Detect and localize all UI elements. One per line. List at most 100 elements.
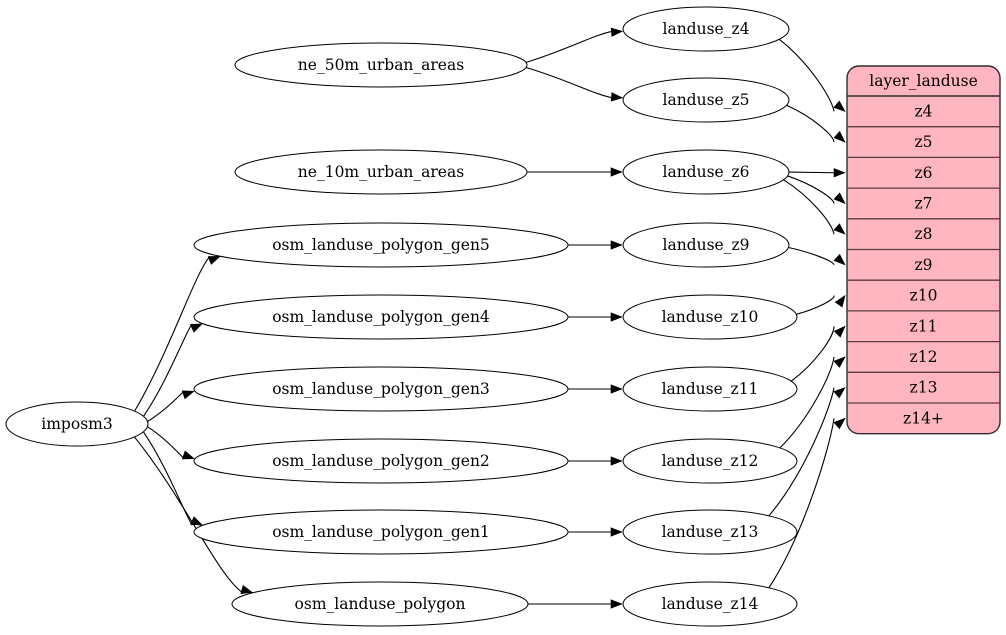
node-label-landuse_z5: landuse_z5 xyxy=(663,91,750,109)
edge-arrowhead xyxy=(181,450,195,460)
nodes-layer: imposm3 ne_50m_urban_areas ne_10m_urban_ar… xyxy=(5,6,798,627)
node-shape-landuse_z11 xyxy=(622,366,798,412)
node-shape-osm_landuse_polygon_gen4 xyxy=(193,294,569,340)
edge-arrowhead xyxy=(610,240,623,250)
edge-arrowhead xyxy=(833,325,846,338)
layer-table-cell-z11[interactable]: z11 xyxy=(910,317,938,335)
edge-arrowhead xyxy=(833,131,846,143)
node-shape-imposm3 xyxy=(5,401,149,447)
node-shape-landuse_z5 xyxy=(622,77,790,123)
edge-arrowhead xyxy=(190,516,204,526)
edge-arrowhead xyxy=(240,585,254,594)
node-label-landuse_z13: landuse_z13 xyxy=(662,523,759,541)
node-osm_landuse_polygon[interactable]: osm_landuse_polygon xyxy=(231,581,529,627)
edge-arrowhead xyxy=(833,253,846,266)
edge-arrowhead xyxy=(833,168,846,178)
edge-landuse_z12-to-z12 xyxy=(779,356,835,449)
node-imposm3[interactable]: imposm3 xyxy=(5,401,149,447)
layer-table-cell-z8[interactable]: z8 xyxy=(914,225,932,243)
node-landuse_z5[interactable]: landuse_z5 xyxy=(622,77,790,123)
node-label-osm_landuse_polygon_gen1: osm_landuse_polygon_gen1 xyxy=(272,523,490,541)
node-shape-landuse_z13 xyxy=(622,509,798,555)
node-shape-ne_50m_urban_areas xyxy=(234,42,528,88)
node-label-osm_landuse_polygon_gen2: osm_landuse_polygon_gen2 xyxy=(272,452,490,470)
node-shape-landuse_z4 xyxy=(622,6,790,52)
node-label-osm_landuse_polygon_gen3: osm_landuse_polygon_gen3 xyxy=(272,380,490,398)
node-label-osm_landuse_polygon_gen4: osm_landuse_polygon_gen4 xyxy=(272,308,490,326)
edge-arrowhead xyxy=(833,387,846,399)
node-ne_10m_urban_areas[interactable]: ne_10m_urban_areas xyxy=(234,149,528,195)
node-label-osm_landuse_polygon: osm_landuse_polygon xyxy=(295,595,466,613)
edge-arrowhead xyxy=(610,384,623,394)
edge-imposm3-to-osm_landuse_polygon_gen1 xyxy=(142,431,193,526)
node-shape-landuse_z10 xyxy=(622,294,798,340)
node-landuse_z10[interactable]: landuse_z10 xyxy=(622,294,798,340)
node-label-osm_landuse_polygon_gen5: osm_landuse_polygon_gen5 xyxy=(272,236,490,254)
edge-arrowhead xyxy=(181,390,195,400)
layer-table-cell-z10[interactable]: z10 xyxy=(910,287,938,305)
node-ne_50m_urban_areas[interactable]: ne_50m_urban_areas xyxy=(234,42,528,88)
edge-ne_50m_urban_areas-to-landuse_z5 xyxy=(525,66,613,99)
edge-ne_50m_urban_areas-to-landuse_z4 xyxy=(525,30,613,63)
layer-table-cell-z9[interactable]: z9 xyxy=(914,256,932,274)
node-shape-osm_landuse_polygon_gen1 xyxy=(193,509,569,555)
node-osm_landuse_polygon_gen3[interactable]: osm_landuse_polygon_gen3 xyxy=(193,366,569,412)
edge-arrowhead xyxy=(833,100,846,112)
edge-landuse_z6-to-z8 xyxy=(783,179,835,235)
node-shape-landuse_z12 xyxy=(622,438,798,484)
node-shape-landuse_z6 xyxy=(622,149,790,195)
node-landuse_z13[interactable]: landuse_z13 xyxy=(622,509,798,555)
edge-arrowhead xyxy=(610,92,624,102)
node-shape-osm_landuse_polygon_gen3 xyxy=(193,366,569,412)
edge-imposm3-to-osm_landuse_polygon_gen3 xyxy=(147,390,185,422)
node-landuse_z9[interactable]: landuse_z9 xyxy=(622,222,790,268)
edge-landuse_z11-to-z11 xyxy=(790,326,835,382)
edge-landuse_z14-to-z14+ xyxy=(768,418,835,589)
layer-table-cell-z5[interactable]: z5 xyxy=(914,133,932,151)
node-label-landuse_z11: landuse_z11 xyxy=(662,380,759,398)
edge-landuse_z4-to-z4 xyxy=(778,38,835,112)
layer-table-title: layer_landuse xyxy=(869,72,978,90)
edge-imposm3-to-osm_landuse_polygon_gen5 xyxy=(134,255,211,412)
node-landuse_z14[interactable]: landuse_z14 xyxy=(622,581,798,627)
node-osm_landuse_polygon_gen2[interactable]: osm_landuse_polygon_gen2 xyxy=(193,438,569,484)
layer-table-cell-z12[interactable]: z12 xyxy=(910,348,938,366)
node-shape-osm_landuse_polygon_gen2 xyxy=(193,438,569,484)
edge-arrowhead xyxy=(610,27,624,37)
node-landuse_z6[interactable]: landuse_z6 xyxy=(622,149,790,195)
layer-table-cell-z4[interactable]: z4 xyxy=(914,102,932,120)
node-label-ne_10m_urban_areas: ne_10m_urban_areas xyxy=(298,163,464,181)
edge-arrowhead xyxy=(189,323,203,333)
node-label-imposm3: imposm3 xyxy=(41,415,112,433)
node-landuse_z12[interactable]: landuse_z12 xyxy=(622,438,798,484)
node-label-landuse_z4: landuse_z4 xyxy=(663,20,750,38)
node-shape-osm_landuse_polygon xyxy=(231,581,529,627)
node-landuse_z4[interactable]: landuse_z4 xyxy=(622,6,790,52)
edge-landuse_z9-to-z9 xyxy=(788,246,835,266)
node-osm_landuse_polygon_gen1[interactable]: osm_landuse_polygon_gen1 xyxy=(193,509,569,555)
edge-arrowhead xyxy=(610,312,623,322)
edges-layer xyxy=(133,27,846,609)
edge-imposm3-to-osm_landuse_polygon_gen2 xyxy=(147,426,185,460)
layer-table-cell-z7[interactable]: z7 xyxy=(914,194,932,212)
edge-landuse_z10-to-z10 xyxy=(796,295,835,315)
node-osm_landuse_polygon_gen5[interactable]: osm_landuse_polygon_gen5 xyxy=(193,222,569,268)
layer-table-cell-z14plus[interactable]: z14+ xyxy=(903,409,944,427)
edge-arrowhead xyxy=(833,192,846,205)
node-label-landuse_z9: landuse_z9 xyxy=(663,236,750,254)
layer-table-cell-z13[interactable]: z13 xyxy=(910,379,938,397)
node-osm_landuse_polygon_gen4[interactable]: osm_landuse_polygon_gen4 xyxy=(193,294,569,340)
node-landuse_z11[interactable]: landuse_z11 xyxy=(622,366,798,412)
edge-landuse_z6-to-z7 xyxy=(787,175,835,204)
layer-table-cell-z6[interactable]: z6 xyxy=(914,164,932,182)
node-shape-osm_landuse_polygon_gen5 xyxy=(193,222,569,268)
node-shape-ne_10m_urban_areas xyxy=(234,149,528,195)
node-label-landuse_z6: landuse_z6 xyxy=(663,163,750,181)
node-label-landuse_z10: landuse_z10 xyxy=(662,308,759,326)
edge-landuse_z13-to-z13 xyxy=(768,387,835,517)
node-label-ne_50m_urban_areas: ne_50m_urban_areas xyxy=(298,56,464,74)
layer-landuse-table[interactable]: layer_landuse z4 z5 z6 z7 z8 z9 z10 z11 z12 z13 z14… xyxy=(846,65,1001,435)
edge-arrowhead xyxy=(833,356,846,368)
